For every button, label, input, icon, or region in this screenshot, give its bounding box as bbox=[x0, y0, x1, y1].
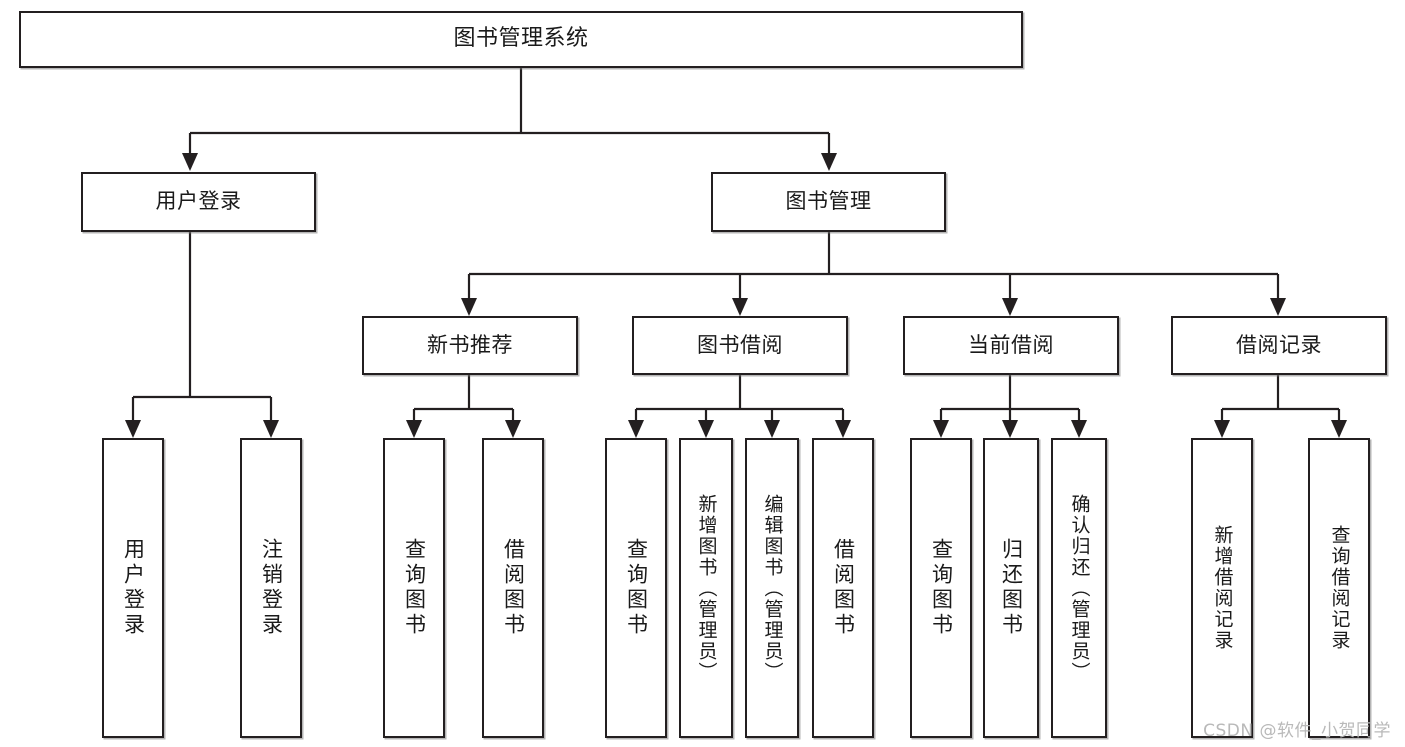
node-root-book-management-system[interactable]: 图书管理系统 bbox=[19, 11, 1023, 68]
arrow-borrow-book-leaf2 bbox=[698, 420, 714, 438]
leaf-current-query-book[interactable]: 查询图书 bbox=[910, 438, 972, 738]
node-label: 用户登录 bbox=[121, 538, 146, 638]
arrow-borrow-book-leaf4 bbox=[835, 420, 851, 438]
node-label: 用户登录 bbox=[155, 189, 242, 214]
node-label: 编辑图书（管理员） bbox=[761, 493, 784, 683]
node-label: 图书借阅 bbox=[697, 332, 783, 357]
arrow-borrow-book-leaf3 bbox=[764, 420, 780, 438]
arrow-user-login-leaf1 bbox=[125, 420, 141, 438]
node-label: 图书管理系统 bbox=[453, 26, 589, 52]
arrow-to-current-borrow bbox=[1002, 298, 1018, 316]
leaf-borrow-edit-book-admin[interactable]: 编辑图书（管理员） bbox=[745, 438, 799, 738]
node-current-borrow[interactable]: 当前借阅 bbox=[903, 316, 1119, 375]
leaf-new-book-borrow-book[interactable]: 借阅图书 bbox=[482, 438, 544, 738]
node-label: 当前借阅 bbox=[968, 332, 1054, 357]
arrow-borrow-record-leaf2 bbox=[1331, 420, 1347, 438]
leaf-new-book-query-book[interactable]: 查询图书 bbox=[383, 438, 445, 738]
node-label: 新增图书（管理员） bbox=[695, 493, 718, 683]
leaf-borrow-borrow-book[interactable]: 借阅图书 bbox=[812, 438, 874, 738]
node-borrow-record[interactable]: 借阅记录 bbox=[1171, 316, 1387, 375]
leaf-borrow-add-book-admin[interactable]: 新增图书（管理员） bbox=[679, 438, 733, 738]
arrow-to-user-login bbox=[182, 153, 198, 171]
node-label: 新增借阅记录 bbox=[1211, 525, 1234, 651]
node-label: 归还图书 bbox=[999, 538, 1024, 638]
arrow-to-borrow-book bbox=[732, 298, 748, 316]
arrow-current-borrow-leaf3 bbox=[1071, 420, 1087, 438]
arrow-borrow-record-leaf1 bbox=[1214, 420, 1230, 438]
node-label: 确认归还（管理员） bbox=[1068, 493, 1091, 683]
node-book-borrow[interactable]: 图书借阅 bbox=[632, 316, 848, 375]
node-label: 新书推荐 bbox=[427, 332, 513, 357]
leaf-logout[interactable]: 注销登录 bbox=[240, 438, 302, 738]
node-book-management[interactable]: 图书管理 bbox=[711, 172, 946, 232]
node-label: 注销登录 bbox=[259, 538, 284, 638]
node-label: 查询图书 bbox=[929, 538, 954, 638]
node-label: 借阅图书 bbox=[831, 538, 856, 638]
leaf-borrow-query-book[interactable]: 查询图书 bbox=[605, 438, 667, 738]
arrow-borrow-book-leaf1 bbox=[628, 420, 644, 438]
leaf-record-add-borrow-record[interactable]: 新增借阅记录 bbox=[1191, 438, 1253, 738]
csdn-watermark: CSDN @软件_小贺同学 bbox=[1203, 721, 1391, 741]
leaf-record-query-borrow-record[interactable]: 查询借阅记录 bbox=[1308, 438, 1370, 738]
node-label: 借阅图书 bbox=[501, 538, 526, 638]
arrow-new-book-leaf1 bbox=[406, 420, 422, 438]
arrow-user-login-leaf2 bbox=[263, 420, 279, 438]
arrow-to-book-manage bbox=[821, 153, 837, 171]
arrow-current-borrow-leaf1 bbox=[933, 420, 949, 438]
leaf-current-return-book[interactable]: 归还图书 bbox=[983, 438, 1039, 738]
node-label: 查询图书 bbox=[624, 538, 649, 638]
arrow-to-new-book bbox=[461, 298, 477, 316]
node-user-login[interactable]: 用户登录 bbox=[81, 172, 316, 232]
leaf-user-login[interactable]: 用户登录 bbox=[102, 438, 164, 738]
leaf-current-confirm-return-admin[interactable]: 确认归还（管理员） bbox=[1051, 438, 1107, 738]
arrow-new-book-leaf2 bbox=[505, 420, 521, 438]
node-label: 查询图书 bbox=[402, 538, 427, 638]
node-label: 借阅记录 bbox=[1236, 332, 1322, 357]
node-new-book-recommend[interactable]: 新书推荐 bbox=[362, 316, 578, 375]
node-label: 查询借阅记录 bbox=[1328, 525, 1351, 651]
arrow-to-borrow-record bbox=[1270, 298, 1286, 316]
arrow-current-borrow-leaf2 bbox=[1002, 420, 1018, 438]
node-label: 图书管理 bbox=[785, 189, 872, 214]
